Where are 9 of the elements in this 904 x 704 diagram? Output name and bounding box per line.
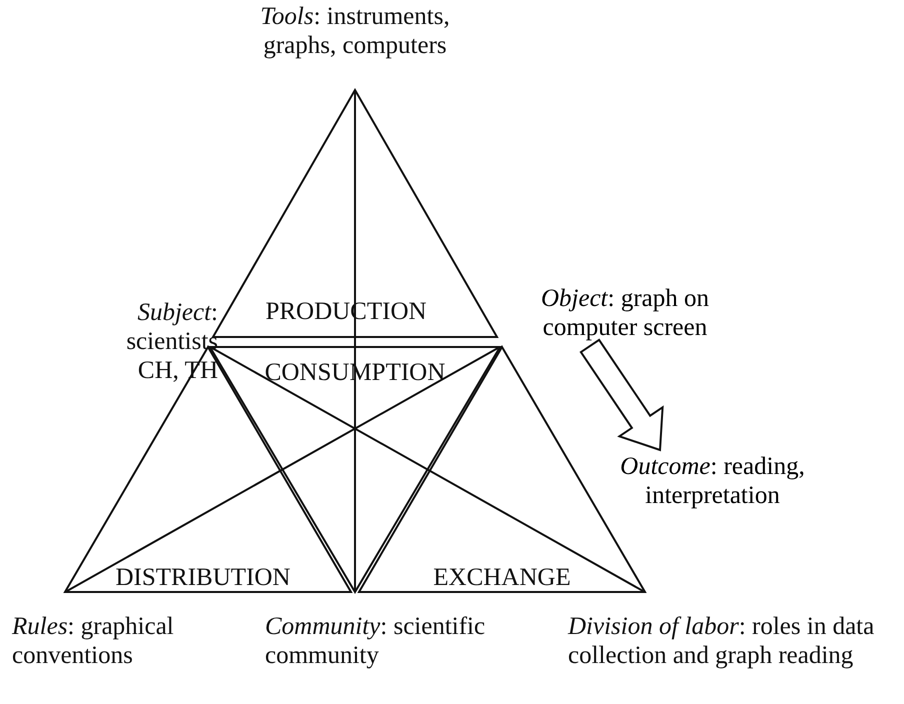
element-label: Outcome: reading, interpretation [605, 452, 820, 510]
segment-label: EXCHANGE [432, 563, 572, 592]
block-arrow [580, 338, 664, 452]
element-label: Community: scientific community [265, 612, 486, 670]
element-label: Rules: graphical conventions [12, 612, 175, 670]
element-label: Division of labor: roles in data collection and graph reading [568, 612, 876, 670]
element-label: Tools: instruments, graphs, computers [259, 2, 451, 60]
segment-label: DISTRIBUTION [114, 563, 292, 592]
element-label: Object: graph on computer screen [500, 284, 750, 342]
